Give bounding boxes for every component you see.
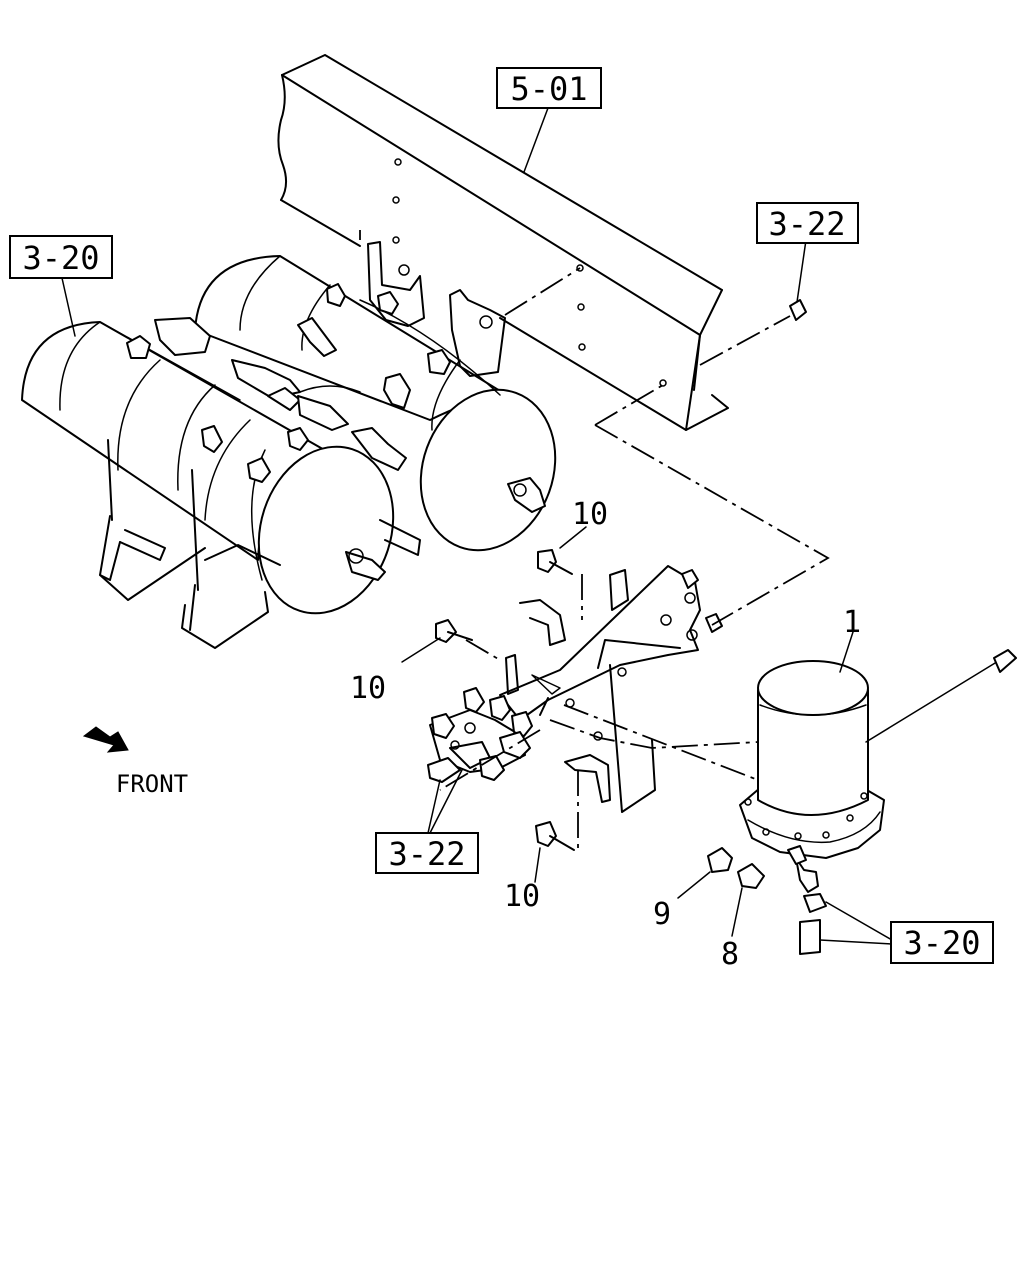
frame-rail — [277, 54, 729, 431]
ref-fitting-label: 3-20 — [903, 924, 980, 962]
part-number-9: 9 — [653, 897, 671, 932]
ref-tanks-label: 3-20 — [22, 239, 99, 277]
ref-frame-5-01: 5-01 — [496, 67, 602, 109]
leader-lines — [61, 107, 893, 945]
front-air-tank — [21, 321, 395, 615]
part-number-10-lower: 10 — [504, 879, 540, 914]
part-number-1: 1 — [843, 605, 861, 640]
protection-valve-block — [427, 687, 533, 783]
front-label: FRONT — [116, 770, 188, 798]
ref-bolt-3-22: 3-22 — [756, 202, 859, 244]
ref-tanks-3-20: 3-20 — [9, 235, 113, 279]
front-direction-indicator: FRONT — [82, 726, 188, 798]
rear-air-tank — [194, 255, 557, 552]
loose-parts — [435, 299, 827, 955]
tank-fittings — [126, 283, 451, 483]
part-number-10-upper: 10 — [572, 497, 608, 532]
assembly-lines — [359, 230, 830, 850]
tank-brackets — [99, 241, 506, 649]
front-arrow-icon — [82, 726, 129, 753]
ref-bolt-label: 3-22 — [768, 205, 845, 243]
ref-fitting-3-20: 3-20 — [890, 921, 994, 964]
ref-frame-label: 5-01 — [510, 70, 587, 108]
part-number-8: 8 — [721, 937, 739, 972]
dryer-mounting-bracket — [499, 565, 701, 813]
air-dryer — [739, 649, 1017, 893]
ref-valve-3-22: 3-22 — [375, 832, 479, 874]
part-number-10-left: 10 — [350, 671, 386, 706]
ref-valve-label: 3-22 — [388, 835, 465, 873]
